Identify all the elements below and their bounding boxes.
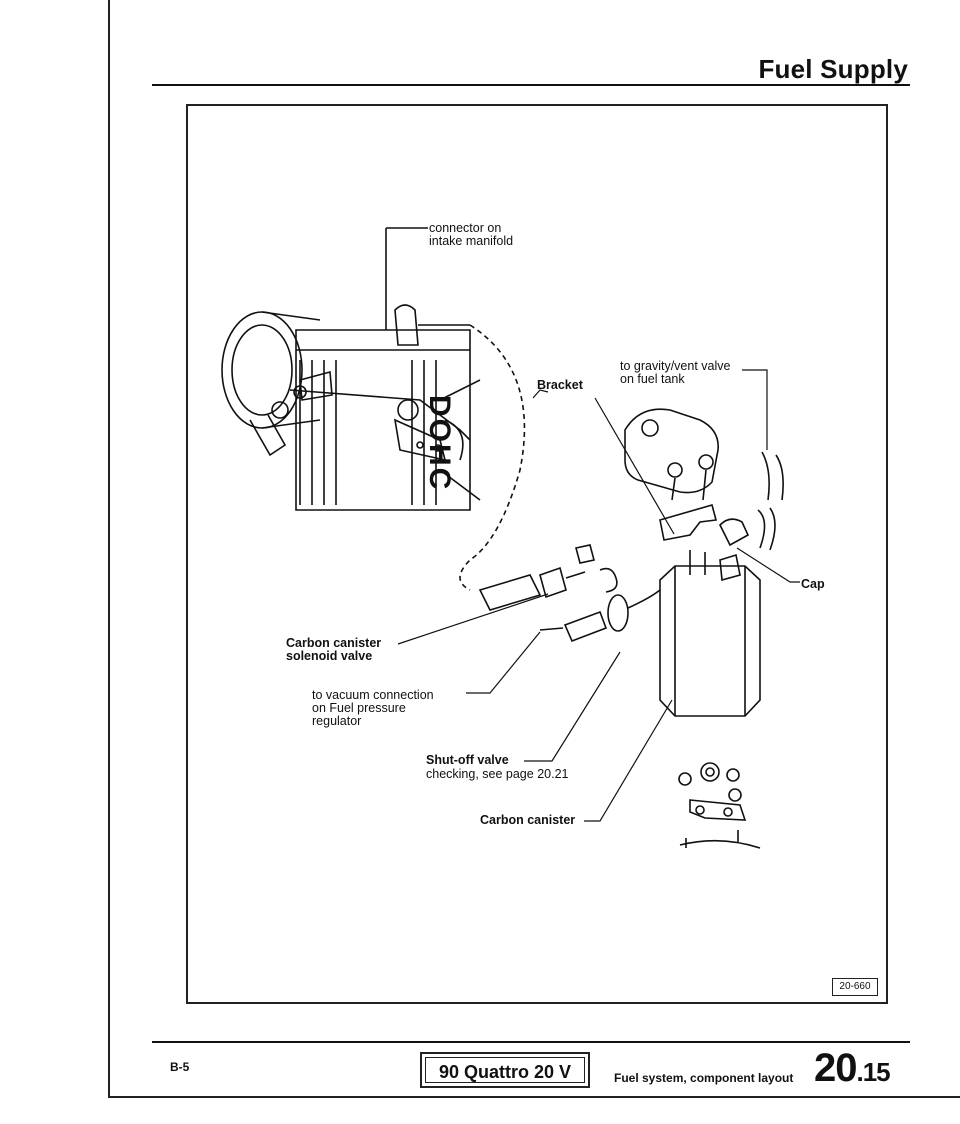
label-shutoff-valve: Shut-off valve bbox=[426, 753, 509, 767]
section-description: Fuel system, component layout bbox=[614, 1071, 794, 1085]
footer-rule bbox=[152, 1041, 910, 1043]
page-code: B-5 bbox=[170, 1060, 190, 1074]
label-solenoid-valve: Carbon canister solenoid valve bbox=[286, 636, 382, 663]
vent-valve bbox=[624, 408, 719, 501]
page-title: Fuel Supply bbox=[758, 54, 908, 84]
engine-dohc-label: DOHC bbox=[423, 395, 456, 492]
header-rule bbox=[152, 84, 910, 86]
carbon-canister bbox=[659, 550, 761, 717]
label-carbon-canister: Carbon canister bbox=[480, 813, 576, 827]
label-gravity-vent-valve: to gravity/vent valve on fuel tank bbox=[620, 359, 731, 386]
figure-frame bbox=[186, 104, 888, 1004]
page-number-minor: .15 bbox=[856, 1057, 891, 1087]
page-number-major: 20 bbox=[814, 1046, 857, 1090]
mounting-hardware bbox=[678, 762, 761, 849]
leader-lines bbox=[397, 369, 800, 822]
solenoid-valve bbox=[478, 544, 618, 611]
shutoff-valve bbox=[539, 589, 661, 643]
model-box: 90 Quattro 20 V bbox=[420, 1052, 590, 1088]
cap bbox=[719, 518, 750, 547]
label-cap: Cap bbox=[801, 577, 825, 591]
bracket bbox=[659, 504, 718, 541]
label-vacuum-connection: to vacuum connection on Fuel pressure re… bbox=[312, 688, 434, 728]
intake-connector bbox=[385, 227, 470, 346]
page-bottom-rule bbox=[108, 1096, 960, 1098]
page-margin-rule bbox=[108, 0, 110, 1098]
linkage bbox=[289, 385, 471, 462]
page-number: 20.15 bbox=[814, 1046, 891, 1094]
label-shutoff-note: checking, see page 20.21 bbox=[426, 767, 569, 781]
throttle-body bbox=[221, 311, 333, 457]
label-connector-intake-manifold: connector on intake manifold bbox=[429, 221, 514, 248]
label-bracket: Bracket bbox=[537, 378, 583, 392]
figure-number: 20-660 bbox=[832, 978, 878, 996]
model-name: 90 Quattro 20 V bbox=[425, 1057, 585, 1083]
